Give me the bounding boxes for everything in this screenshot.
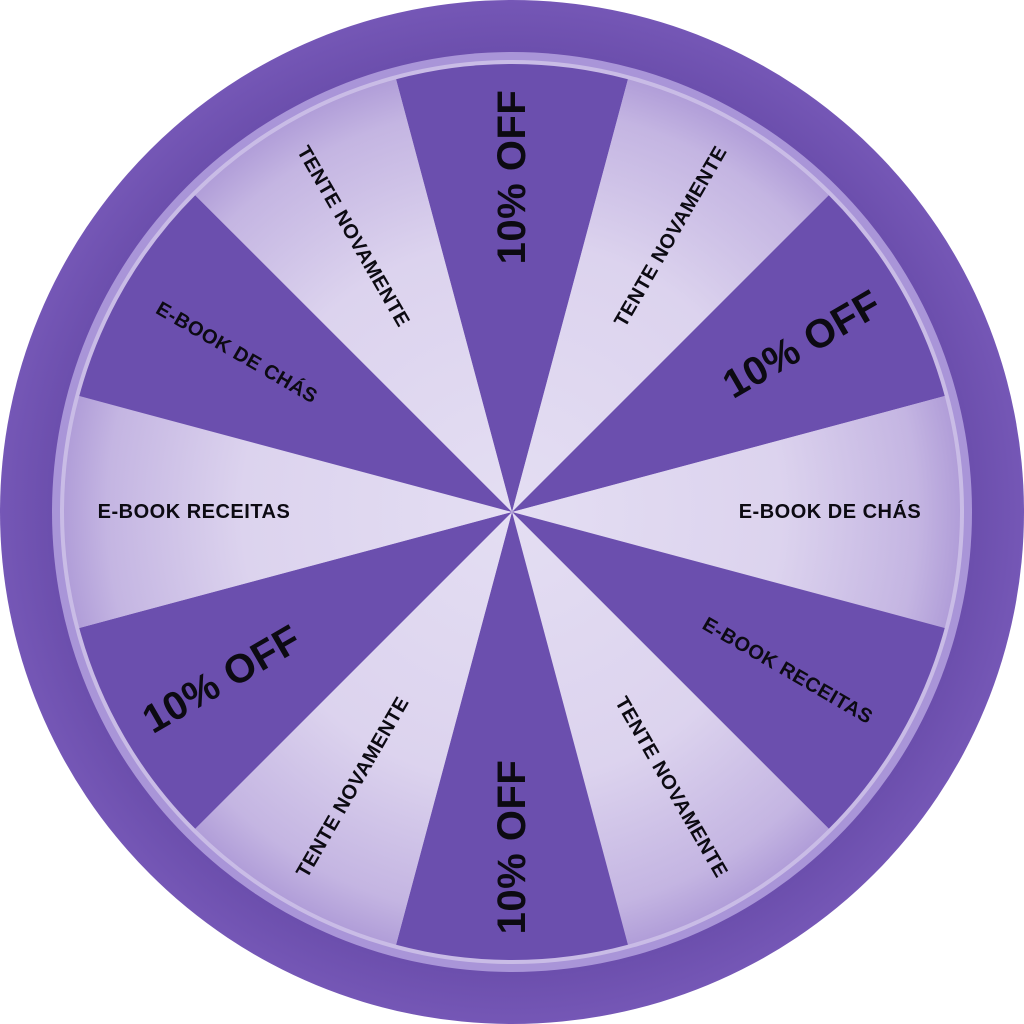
wheel-segments	[63, 63, 960, 960]
wheel-segment	[396, 512, 628, 960]
wheel-segment	[195, 512, 512, 945]
wheel-segment	[396, 63, 628, 512]
wheel-segment	[512, 195, 945, 512]
wheel-segment	[79, 512, 512, 829]
segment-label: 10% OFF	[490, 90, 534, 265]
wheel-segment	[195, 79, 512, 512]
wheel-segment	[512, 396, 960, 628]
wheel-segment	[63, 396, 513, 628]
segment-label: E-BOOK RECEITAS	[98, 501, 291, 523]
segment-label: 10% OFF	[490, 760, 534, 935]
wheel-segment	[512, 512, 945, 829]
wheel-segment	[512, 79, 829, 512]
segment-label: E-BOOK DE CHÁS	[739, 500, 922, 523]
wheel-segment	[512, 512, 829, 945]
wheel-segment	[79, 195, 512, 512]
